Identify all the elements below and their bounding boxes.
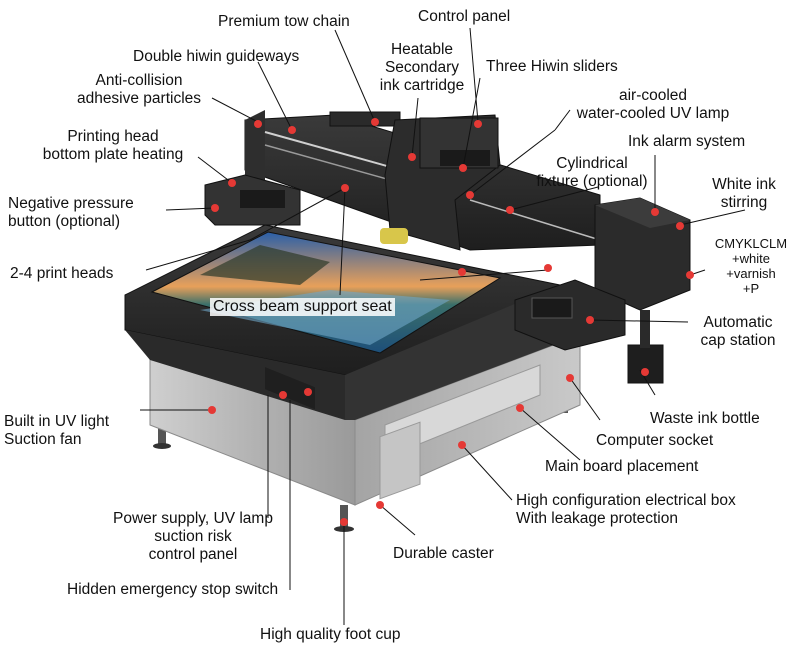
label-double-hiwin-guideways: Double hiwin guideways	[133, 48, 300, 65]
leader-lines	[140, 27, 746, 625]
label-heatable-secondary-ink-cartridge: Heatable Secondary ink cartridge	[379, 41, 465, 94]
label-negative-pressure-button: Negative pressure button (optional)	[8, 195, 134, 230]
label-electrical-box: High configuration electrical box With l…	[516, 492, 736, 527]
waste-ink-bottle	[627, 344, 664, 384]
right-housing-top	[595, 198, 690, 228]
image-trees	[200, 245, 330, 285]
label-premium-tow-chain: Premium tow chain	[218, 13, 350, 30]
foot-cup-left	[158, 420, 166, 446]
label-emergency-stop: Hidden emergency stop switch	[67, 581, 279, 598]
foot-cup-front	[340, 505, 348, 529]
label-cross-beam-support-seat: Cross beam support seat	[210, 298, 395, 316]
callout-dots	[208, 118, 694, 526]
cap-station-buttons	[531, 297, 573, 319]
tow-chain	[329, 111, 401, 127]
waste-bottle-bracket	[640, 310, 650, 348]
label-anti-collision: Anti-collision adhesive particles	[76, 72, 202, 107]
left-station-grille	[240, 190, 285, 208]
label-waste-ink-bottle: Waste ink bottle	[650, 410, 760, 427]
cabinet-door	[379, 421, 421, 500]
label-cmyklclm: CMYKLCLM +white +varnish +P	[714, 236, 788, 296]
front-control-panel	[265, 367, 315, 410]
label-print-heads: 2-4 print heads	[10, 265, 114, 282]
gantry-left-upright	[245, 110, 265, 185]
label-cylindrical-fixture: Cylindrical fixture (optional)	[536, 155, 648, 190]
label-three-hiwin-sliders: Three Hiwin sliders	[486, 58, 618, 75]
label-ink-alarm-system: Ink alarm system	[628, 133, 746, 150]
label-printing-head-heating: Printing head bottom plate heating	[42, 128, 184, 163]
label-control-panel: Control panel	[418, 8, 511, 25]
label-power-supply-panel: Power supply, UV lamp suction risk contr…	[113, 510, 273, 563]
cylindrical-fixture	[380, 228, 408, 244]
label-built-in-uv-light: Built in UV light Suction fan	[4, 413, 110, 448]
label-durable-caster: Durable caster	[393, 545, 494, 562]
label-uv-lamp: air-cooled water-cooled UV lamp	[576, 87, 730, 122]
guide-rail-3	[469, 199, 601, 241]
label-foot-cup: High quality foot cup	[260, 626, 401, 643]
label-white-ink-stirring: White ink stirring	[712, 176, 776, 211]
label-computer-socket: Computer socket	[596, 432, 714, 449]
label-main-board-placement: Main board placement	[545, 458, 699, 475]
foot-cup-left-base	[153, 443, 171, 449]
label-automatic-cap-station: Automatic cap station	[700, 314, 776, 349]
